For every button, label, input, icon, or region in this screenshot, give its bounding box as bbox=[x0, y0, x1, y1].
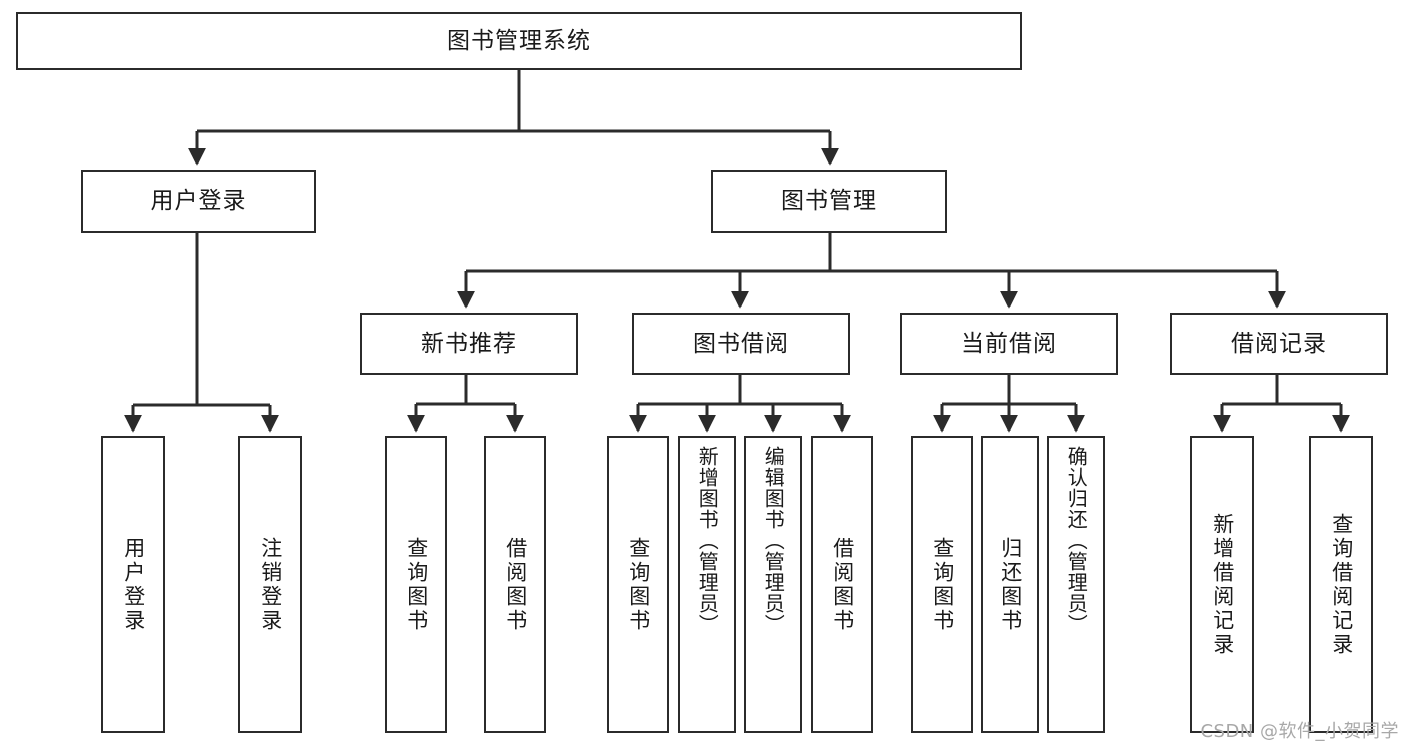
node-book-management[interactable]: 图书管理 bbox=[711, 170, 947, 233]
leaf-new-book-borrow-book[interactable]: 借阅图书 bbox=[484, 436, 546, 733]
node-root-book-management-system[interactable]: 图书管理系统 bbox=[16, 12, 1022, 70]
node-book-borrow[interactable]: 图书借阅 bbox=[632, 313, 850, 375]
leaf-borrow-record-add-record[interactable]: 新增借阅记录 bbox=[1190, 436, 1254, 733]
node-label: 用户登录 bbox=[150, 188, 247, 215]
node-label: 新书推荐 bbox=[421, 330, 517, 357]
node-label: 查询借阅记录 bbox=[1329, 512, 1354, 657]
leaf-book-borrow-query-book[interactable]: 查询图书 bbox=[607, 436, 669, 733]
node-label: 归还图书 bbox=[998, 536, 1023, 633]
node-borrow-record[interactable]: 借阅记录 bbox=[1170, 313, 1388, 375]
node-label: 查询图书 bbox=[404, 536, 429, 633]
csdn-watermark: CSDN @软件_小贺同学 bbox=[1200, 721, 1399, 742]
node-label: 借阅图书 bbox=[830, 536, 855, 633]
leaf-new-book-query-book[interactable]: 查询图书 bbox=[385, 436, 447, 733]
node-label: 图书管理 bbox=[781, 188, 877, 215]
leaf-book-borrow-add-book-admin[interactable]: 新增图书（管理员） bbox=[678, 436, 736, 733]
node-label: 注销登录 bbox=[258, 536, 283, 633]
leaf-book-borrow-edit-book-admin[interactable]: 编辑图书（管理员） bbox=[744, 436, 802, 733]
node-label: 确认归还（管理员） bbox=[1064, 446, 1089, 635]
node-label: 借阅记录 bbox=[1231, 330, 1327, 357]
leaf-book-borrow-borrow-book[interactable]: 借阅图书 bbox=[811, 436, 873, 733]
node-label: 借阅图书 bbox=[503, 536, 528, 633]
node-label: 查询图书 bbox=[626, 536, 651, 633]
node-label: 用户登录 bbox=[121, 536, 146, 633]
node-new-book-recommend[interactable]: 新书推荐 bbox=[360, 313, 578, 375]
leaf-user-login-logout[interactable]: 注销登录 bbox=[238, 436, 302, 733]
node-label: 当前借阅 bbox=[961, 330, 1057, 357]
leaf-current-borrow-query-book[interactable]: 查询图书 bbox=[911, 436, 973, 733]
node-label: 新增图书（管理员） bbox=[695, 446, 720, 635]
leaf-user-login-login[interactable]: 用户登录 bbox=[101, 436, 165, 733]
node-label: 编辑图书（管理员） bbox=[761, 446, 786, 635]
node-user-login[interactable]: 用户登录 bbox=[81, 170, 316, 233]
leaf-borrow-record-query-record[interactable]: 查询借阅记录 bbox=[1309, 436, 1373, 733]
node-label: 图书借阅 bbox=[693, 330, 789, 357]
leaf-current-borrow-return-book[interactable]: 归还图书 bbox=[981, 436, 1039, 733]
node-label: 查询图书 bbox=[930, 536, 955, 633]
node-label: 图书管理系统 bbox=[447, 27, 591, 54]
node-current-borrow[interactable]: 当前借阅 bbox=[900, 313, 1118, 375]
node-label: 新增借阅记录 bbox=[1210, 512, 1235, 657]
leaf-current-borrow-confirm-return-admin[interactable]: 确认归还（管理员） bbox=[1047, 436, 1105, 733]
